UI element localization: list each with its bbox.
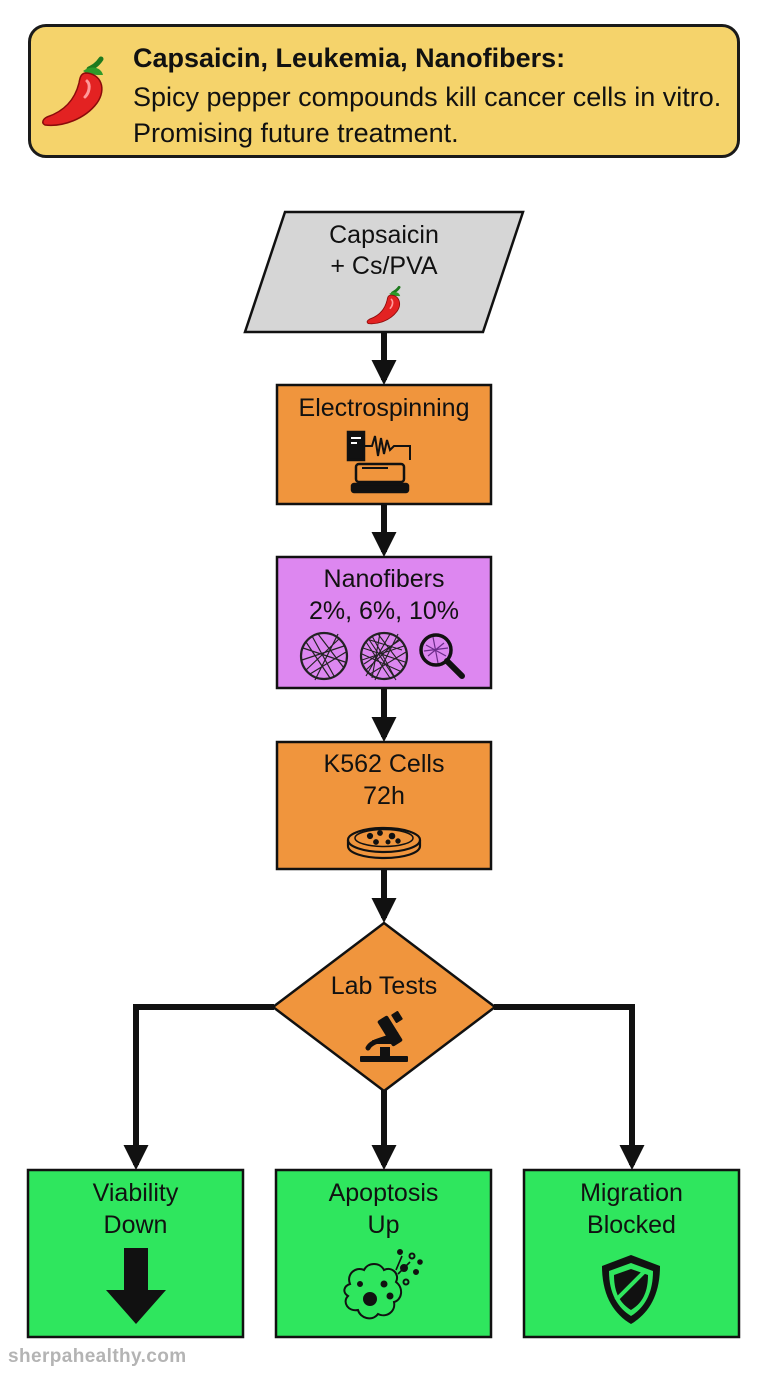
apoptotic-cell-icon xyxy=(343,1249,423,1320)
nanofibers-node-label: Nanofibers 2%, 6%, 10% xyxy=(277,563,491,627)
cells-node-label: K562 Cells 72h xyxy=(277,748,491,812)
apoptosis-line1: Apoptosis xyxy=(328,1179,439,1207)
petri-dish-icon xyxy=(346,826,422,860)
viability-line2: Down xyxy=(103,1211,168,1239)
apoptosis-node-shape xyxy=(274,1168,493,1339)
banner-body: Spicy pepper compounds kill cancer cells… xyxy=(133,82,722,148)
dense-fiber-mesh-icon xyxy=(359,631,409,681)
shield-icon xyxy=(602,1255,660,1324)
migration-node-label: Migration Blocked xyxy=(524,1177,739,1241)
chili-pepper-icon xyxy=(42,56,104,127)
nanofibers-line1: Nanofibers xyxy=(323,565,445,593)
arrow-tests-to-viability xyxy=(123,1004,274,1171)
cells-node-shape xyxy=(275,740,493,871)
viability-node-label: Viability Down xyxy=(28,1177,243,1241)
input-node-label: Capsaicin + Cs/PVA xyxy=(284,220,484,282)
input-line1: Capsaicin xyxy=(329,221,439,249)
input-node-shape xyxy=(243,210,525,334)
tests-node-label: Lab Tests xyxy=(330,972,438,1000)
viability-line1: Viability xyxy=(92,1179,179,1207)
cells-line1: K562 Cells xyxy=(323,750,445,778)
migration-line1: Migration xyxy=(580,1179,683,1207)
electrospinning-machine-icon xyxy=(346,430,411,494)
tests-node-shape xyxy=(270,921,498,1093)
arrow-tests-to-migration xyxy=(494,1004,645,1171)
migration-line2: Blocked xyxy=(587,1211,676,1239)
apoptosis-line2: Up xyxy=(367,1211,400,1239)
microscope-icon xyxy=(360,1011,408,1062)
magnifier-icon xyxy=(419,633,465,679)
cells-line2: 72h xyxy=(363,782,405,810)
banner-title: Capsaicin, Leukemia, Nanofibers: xyxy=(133,43,566,73)
input-line2: + Cs/PVA xyxy=(330,252,438,280)
title-banner: Capsaicin, Leukemia, Nanofibers: Spicy p… xyxy=(28,24,740,158)
apoptosis-node-label: Apoptosis Up xyxy=(276,1177,491,1241)
down-arrow-icon xyxy=(106,1248,166,1324)
fiber-mesh-icon xyxy=(299,631,349,681)
chili-pepper-icon xyxy=(366,285,401,325)
nanofibers-line2: 2%, 6%, 10% xyxy=(308,597,460,625)
watermark: sherpahealthy.com xyxy=(8,1346,187,1367)
electrospinning-node-label: Electrospinning xyxy=(298,394,470,422)
